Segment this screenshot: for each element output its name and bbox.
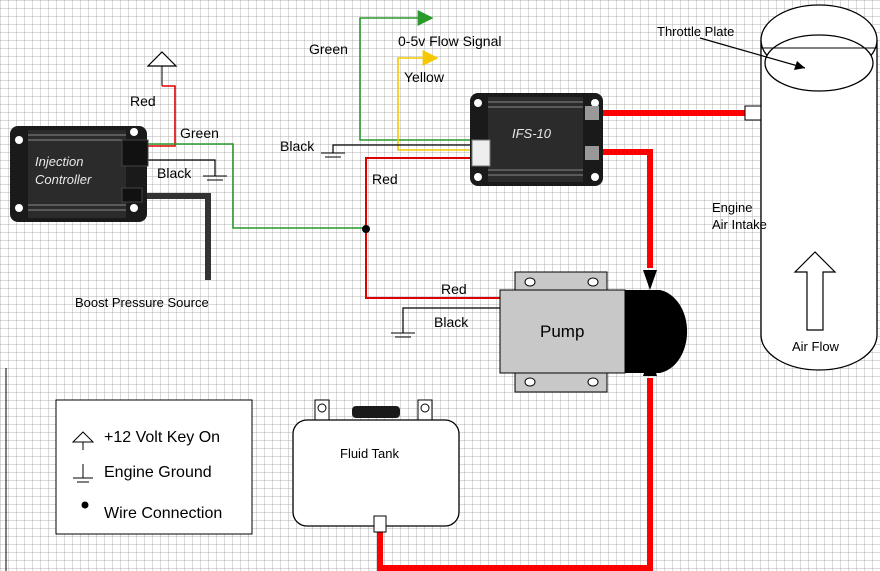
pump: Pump [499,271,688,393]
plus12v-symbol-top-icon [146,51,178,86]
label-engine: Engine [712,200,752,215]
label-flow-signal: 0-5v Flow Signal [398,33,502,49]
red-wire-controller [148,85,176,147]
label-green-top: Green [309,41,348,57]
label-red-top: Red [130,93,156,109]
fluid-tank: Fluid Tank [292,399,460,533]
black-wire-pump [402,307,500,333]
fluid-tank-label: Fluid Tank [340,446,400,461]
ifs-10-unit: IFS-10 [470,93,603,186]
label-air-intake: Air Intake [712,217,767,232]
throttle-pointer [699,37,806,69]
legend: +12 Volt Key On Engine Ground Wire Conne… [55,399,253,535]
ifs-label: IFS-10 [512,126,552,141]
black-wire-controller [148,159,216,176]
legend-ground-label: Engine Ground [104,464,212,481]
label-red-pump: Red [441,281,467,297]
ground-symbol-ifs-icon [321,152,345,158]
pump-label: Pump [540,322,584,341]
label-black-left: Black [157,165,192,181]
legend-connection-label: Wire Connection [104,505,222,522]
green-flow-signal-wire [359,10,475,141]
controller-label-2: Controller [35,172,92,187]
label-black-mid: Black [280,138,315,154]
throttle-pointer-head [794,61,805,70]
throttle-plate [764,34,874,92]
air-flow-arrow-icon [793,251,837,331]
yellow-wire [397,50,475,151]
label-throttle-plate: Throttle Plate [657,24,734,39]
green-wire-controller [148,143,366,229]
boost-hose [146,193,211,280]
hose-pump-to-tank [377,378,653,571]
label-air-flow: Air Flow [792,339,840,354]
ground-symbol-pump-icon [391,332,415,338]
ground-symbol-controller-icon [203,175,227,181]
black-wire-ifs [332,144,475,153]
engine-air-intake [760,4,878,371]
controller-label-1: Injection [35,154,83,169]
wire-junction [362,225,370,233]
injection-controller: Injection Controller [10,126,149,222]
label-black-pump: Black [434,314,469,330]
label-yellow: Yellow [404,69,445,85]
legend-ground-icon [73,464,93,483]
label-boost-source: Boost Pressure Source [75,295,209,310]
label-red-mid: Red [372,171,398,187]
legend-key-on-label: +12 Volt Key On [104,429,220,446]
legend-key-on-icon [71,431,95,450]
hose-fitting-top [643,270,657,290]
label-green-left: Green [180,125,219,141]
legend-connection-icon [81,501,89,509]
hose-ifs-to-pump [598,149,653,268]
